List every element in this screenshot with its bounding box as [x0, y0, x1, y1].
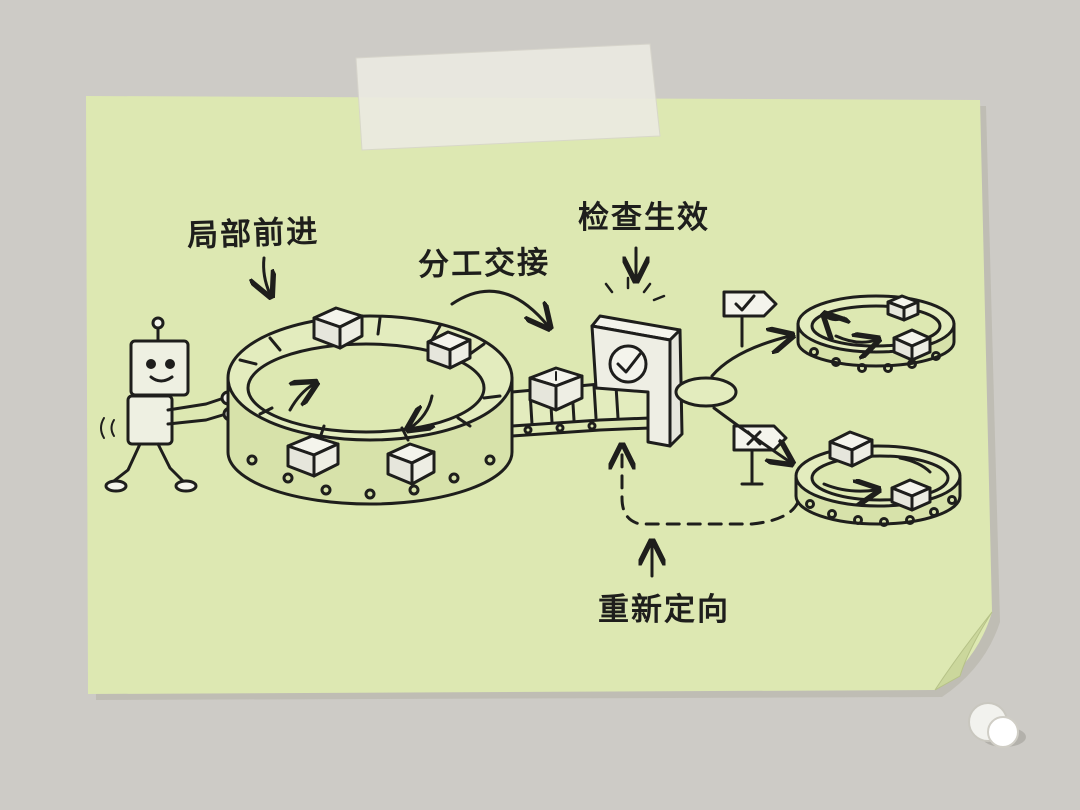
failure-branch-arrow — [712, 406, 790, 462]
label-local-progress: 局部前进 — [186, 213, 320, 255]
cardboard-box-icon — [286, 434, 340, 478]
cardboard-box-icon — [528, 366, 584, 412]
label-verify: 检查生效 — [578, 200, 710, 236]
verification-gate-icon — [590, 276, 684, 448]
cardboard-box-icon — [426, 330, 472, 370]
cardboard-box-icon — [312, 306, 364, 350]
lower-redirect-ring — [794, 444, 962, 527]
label-handoff: 分工交接 — [417, 244, 551, 284]
label-redirect: 重新定向 — [598, 592, 730, 628]
note-curled-corner — [934, 611, 993, 691]
upper-success-ring — [796, 294, 956, 373]
masking-tape — [355, 43, 661, 151]
push-pin-icon — [968, 702, 1026, 748]
cardboard-box-icon — [828, 430, 874, 468]
handoff-arrow — [450, 289, 548, 326]
cardboard-box-icon — [386, 442, 436, 486]
cardboard-box-icon — [886, 294, 920, 322]
cardboard-box-icon — [892, 328, 932, 362]
check-sign-icon — [722, 290, 778, 348]
cardboard-box-icon — [890, 478, 932, 512]
output-platform — [674, 376, 738, 408]
local-progress-arrow — [264, 256, 270, 294]
success-branch-arrow — [710, 336, 790, 378]
redirect-loop-arrow — [622, 448, 800, 526]
